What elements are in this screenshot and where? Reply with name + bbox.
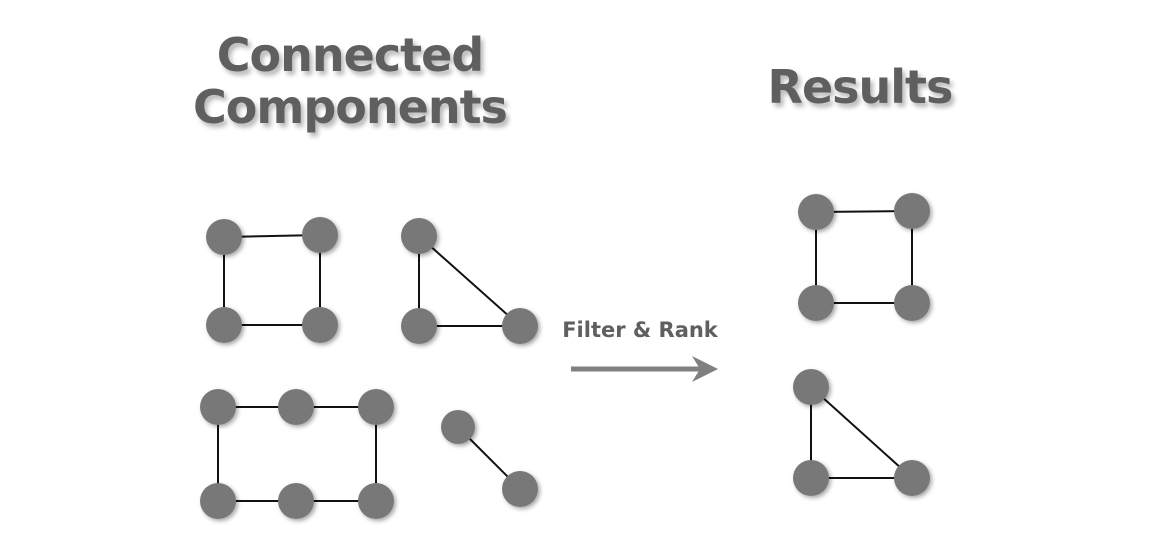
- node: [502, 308, 538, 344]
- result-square-nodes: [798, 193, 930, 321]
- node: [894, 285, 930, 321]
- node: [206, 307, 242, 343]
- edge: [418, 235, 521, 327]
- node: [894, 193, 930, 229]
- node: [206, 219, 242, 255]
- node: [793, 460, 829, 496]
- node: [502, 471, 538, 507]
- connected-components-heading: Connected Components: [150, 28, 550, 134]
- result-triangle-nodes: [793, 369, 930, 496]
- component-square: [223, 234, 321, 326]
- node: [200, 389, 236, 425]
- results-heading: Results: [767, 60, 954, 114]
- component-square-nodes: [206, 217, 338, 343]
- node: [358, 389, 394, 425]
- result-triangle: [810, 386, 913, 479]
- node: [401, 308, 437, 344]
- node: [302, 217, 338, 253]
- node: [278, 483, 314, 519]
- arrow: [571, 356, 718, 382]
- node: [200, 483, 236, 519]
- component-triangle-nodes: [401, 218, 538, 344]
- node: [302, 307, 338, 343]
- node: [401, 218, 437, 254]
- arrow-label: Filter & Rank: [562, 318, 718, 342]
- edge: [810, 386, 913, 479]
- node: [798, 194, 834, 230]
- node: [278, 389, 314, 425]
- heading-line-1: Connected: [216, 28, 484, 82]
- result-square: [815, 210, 913, 304]
- component-pair-nodes: [441, 410, 538, 507]
- heading-line-2: Components: [193, 79, 508, 134]
- node: [441, 410, 475, 444]
- component-rectangle-nodes: [200, 389, 394, 519]
- node: [798, 285, 834, 321]
- node: [358, 483, 394, 519]
- component-triangle: [418, 235, 521, 327]
- node: [793, 369, 829, 405]
- node: [894, 460, 930, 496]
